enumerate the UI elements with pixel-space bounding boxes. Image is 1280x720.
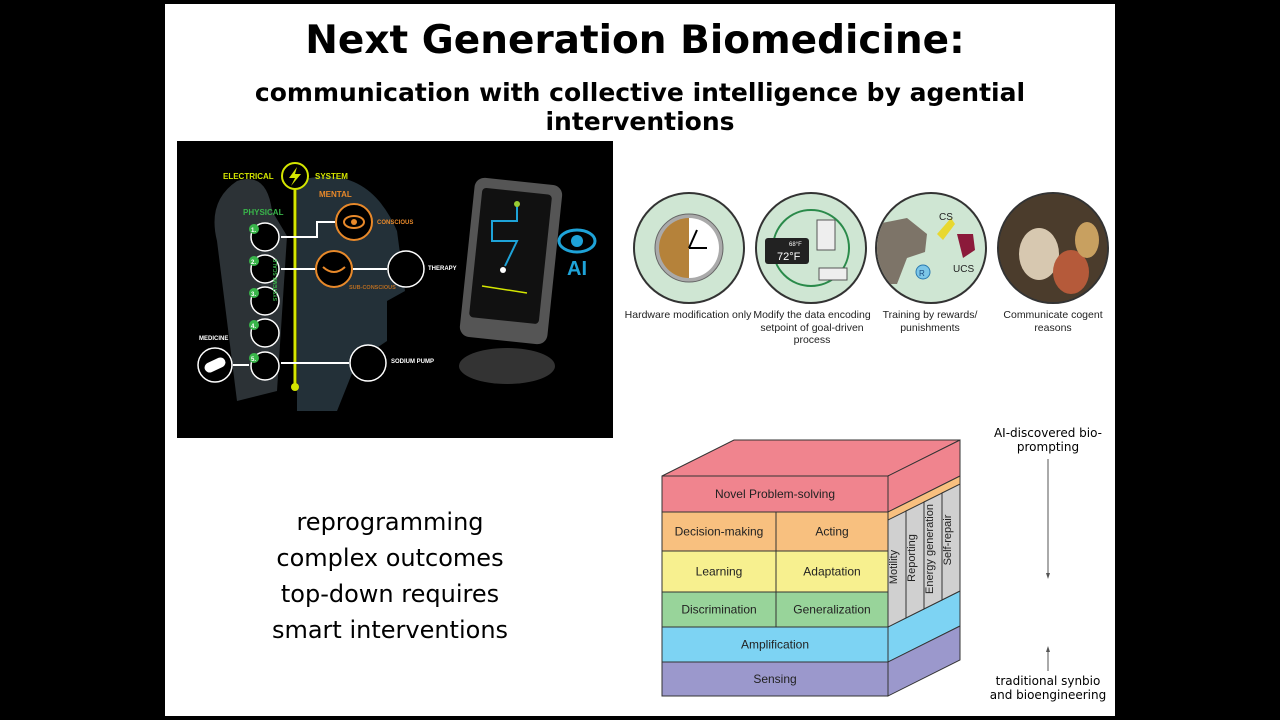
arrows	[233, 221, 387, 366]
svg-text:R: R	[919, 269, 925, 278]
label-conscious: CONSCIOUS	[377, 220, 413, 226]
socrates-painting-image	[997, 192, 1109, 304]
label-sodium-pump: SODIUM PUMP	[391, 359, 434, 365]
note-traditional-synbio: traditional synbio and bioengineering	[989, 674, 1107, 702]
cube-row	[661, 661, 889, 697]
label-ai: AI	[567, 258, 587, 280]
hardware-modification-icon	[633, 192, 745, 304]
side-module-label: Reporting	[906, 534, 918, 582]
head-silhouette	[297, 176, 405, 411]
ai-eye-icon	[557, 228, 597, 254]
pavlov-training-icon: CS UCS R	[875, 192, 987, 304]
slide-title: Next Generation Biomedicine:	[305, 18, 965, 63]
label-system: SYSTEM	[315, 172, 348, 181]
cube-row-label: Amplification	[741, 638, 809, 652]
cube-row-label: Novel Problem-solving	[715, 487, 835, 501]
note-ai-bioprompting: AI-discovered bio-prompting	[993, 426, 1103, 454]
level-icons: 1. 2. 3. 4. 5.	[249, 222, 280, 381]
label-mental: MENTAL	[319, 190, 352, 199]
svg-text:4.: 4.	[251, 324, 256, 330]
cube-row	[661, 626, 889, 663]
sodium-pump-icon	[349, 344, 387, 382]
cube-cell-label: Generalization	[793, 603, 870, 617]
cube-cell	[775, 550, 889, 593]
thermostat-setpoint-icon: 72°F 68°F	[755, 192, 867, 304]
cube-cell-label: Acting	[815, 525, 848, 539]
cube-cell-label: Learning	[696, 565, 743, 579]
side-module-label: Self-repair	[942, 514, 954, 565]
label-medicine: MEDICINE	[199, 336, 228, 342]
cube-cell	[661, 511, 777, 552]
svg-text:5.: 5.	[251, 357, 256, 363]
scale-arrows	[1046, 459, 1050, 671]
cube-row-label: Sensing	[753, 672, 796, 686]
cube-cell-label: Discrimination	[681, 603, 756, 617]
cube-row	[661, 475, 889, 513]
cube-cell	[775, 591, 889, 628]
reprogramming-statement: reprogramming complex outcomes top-down …	[271, 508, 509, 644]
thermostat-reading: 72°F	[777, 251, 801, 263]
therapy-icon	[387, 250, 425, 288]
caption-cogent-reasons: Communicate cogent reasons	[1003, 309, 1103, 334]
svg-text:3.: 3.	[251, 292, 256, 298]
slide: Next Generation Biomedicine: communicati…	[165, 4, 1115, 716]
label-therapy: THERAPY	[428, 266, 457, 272]
bioelectric-figure: ELECTRICAL SYSTEM MENTAL PHYSICAL 1. 2. …	[177, 141, 613, 438]
closed-eye-icon	[315, 250, 353, 288]
side-module-label: Motility	[888, 549, 900, 584]
svg-text:68°F: 68°F	[789, 242, 802, 248]
side-module	[941, 483, 961, 601]
svg-text:2.: 2.	[251, 260, 256, 266]
slide-subtitle: communication with collective intelligen…	[254, 78, 1026, 136]
cube-cell-label: Adaptation	[803, 565, 860, 579]
label-physical: PHYSICAL	[243, 208, 284, 217]
cube-cell	[775, 511, 889, 552]
label-systems-scale: SYSTEMS SCALE	[273, 258, 279, 301]
svg-text:1.: 1.	[251, 228, 256, 234]
cube-cell-label: Decision-making	[675, 525, 764, 539]
label-electrical: ELECTRICAL	[223, 172, 274, 181]
label-ucs: UCS	[953, 264, 974, 275]
ai-device	[459, 177, 563, 384]
caption-hardware: Hardware modification only	[624, 309, 752, 321]
caption-training: Training by rewards/ punishments	[882, 309, 978, 334]
label-subconscious: SUB-CONSCIOUS	[349, 285, 396, 291]
side-module-label: Energy generation	[924, 504, 936, 594]
label-cs: CS	[939, 212, 953, 223]
caption-setpoint: Modify the data encoding setpoint of goa…	[753, 309, 871, 346]
